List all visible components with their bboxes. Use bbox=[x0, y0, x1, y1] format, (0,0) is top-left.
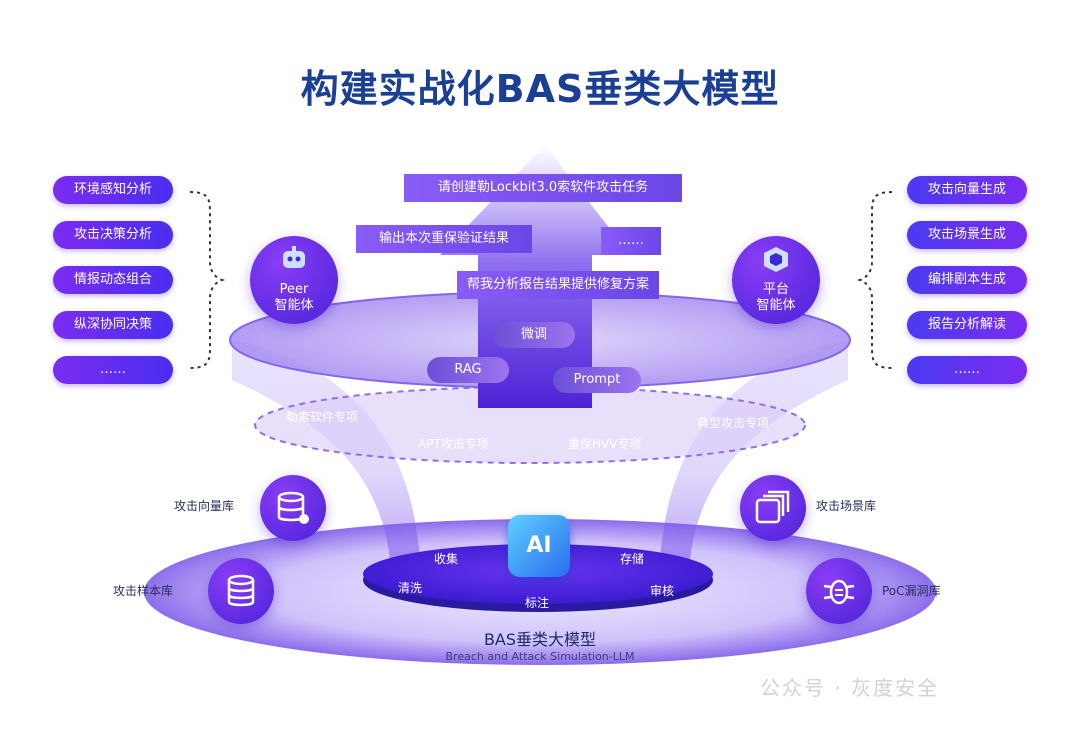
vector-library-badge bbox=[260, 475, 326, 541]
core-clean: 清洗 bbox=[398, 581, 423, 595]
core-label: 标注 bbox=[525, 596, 550, 610]
poc-library-label: PoC漏洞库 bbox=[882, 584, 941, 598]
watermark: 公众号 · 灰度安全 bbox=[760, 676, 940, 700]
stacked-pages-icon bbox=[755, 490, 790, 524]
method-prompt: Prompt bbox=[553, 367, 641, 393]
scene-library-badge bbox=[740, 475, 806, 541]
right-capability-2: 攻击场景生成 bbox=[907, 221, 1027, 249]
left-brace bbox=[189, 191, 226, 369]
platform-agent-label: 智能体 bbox=[756, 298, 796, 313]
right-capability-more: …… bbox=[907, 356, 1027, 384]
sample-library-label: 攻击样本库 bbox=[113, 584, 174, 598]
core-review: 审核 bbox=[650, 584, 675, 598]
task-tag-analyze: 帮我分析报告结果提供修复方案 bbox=[457, 271, 659, 299]
core-collect: 收集 bbox=[434, 552, 459, 566]
method-rag: RAG bbox=[427, 357, 509, 383]
page-title: 构建实战化BAS垂类大模型 bbox=[300, 67, 780, 111]
sample-library-badge bbox=[208, 558, 274, 624]
right-capability-4: 报告分析解读 bbox=[907, 311, 1027, 339]
special-ransomware: 勒索软件专项 bbox=[286, 410, 359, 424]
poc-library-badge bbox=[806, 558, 872, 624]
vector-library-label: 攻击向量库 bbox=[174, 499, 235, 513]
model-name: BAS垂类大模型 bbox=[483, 630, 597, 649]
platform-agent-name: 平台 bbox=[762, 282, 789, 297]
method-finetune: 微调 bbox=[493, 322, 575, 348]
right-brace bbox=[856, 191, 893, 369]
database-lock-icon bbox=[277, 491, 309, 524]
special-hvv: 重保HVV专项 bbox=[568, 437, 642, 451]
task-tag-output: 输出本次重保验证结果 bbox=[356, 225, 532, 253]
left-capability-1: 环境感知分析 bbox=[53, 176, 173, 204]
scene-library-label: 攻击场景库 bbox=[816, 499, 877, 513]
database-icon bbox=[227, 574, 255, 607]
peer-agent-badge: Peer 智能体 bbox=[250, 236, 338, 324]
task-tag-create: 请创建勒Lockbit3.0索软件攻击任务 bbox=[404, 174, 682, 202]
core-store: 存储 bbox=[620, 552, 645, 566]
special-apt: APT攻击专项 bbox=[418, 437, 489, 451]
model-subtitle: Breach and Attack Simulation-LLM bbox=[445, 650, 635, 663]
task-tag-more: …… bbox=[601, 227, 661, 255]
peer-agent-name: Peer bbox=[279, 282, 309, 297]
peer-agent-label: 智能体 bbox=[274, 298, 314, 313]
funnel-body bbox=[232, 340, 848, 560]
platform-agent-badge: 平台 智能体 bbox=[732, 236, 820, 324]
right-capability-3: 编排剧本生成 bbox=[907, 266, 1027, 294]
ai-chip-icon: AI bbox=[508, 515, 570, 577]
left-capability-more: …… bbox=[53, 356, 173, 384]
special-typical: 典型攻击专项 bbox=[697, 416, 770, 430]
left-capability-3: 情报动态组合 bbox=[53, 266, 173, 294]
left-capability-4: 纵深协同决策 bbox=[53, 311, 173, 339]
platform-cube-icon bbox=[764, 247, 788, 272]
right-capability-1: 攻击向量生成 bbox=[907, 176, 1027, 204]
bug-chip-icon bbox=[823, 579, 855, 605]
robot-icon bbox=[283, 246, 305, 268]
left-capability-2: 攻击决策分析 bbox=[53, 221, 173, 249]
